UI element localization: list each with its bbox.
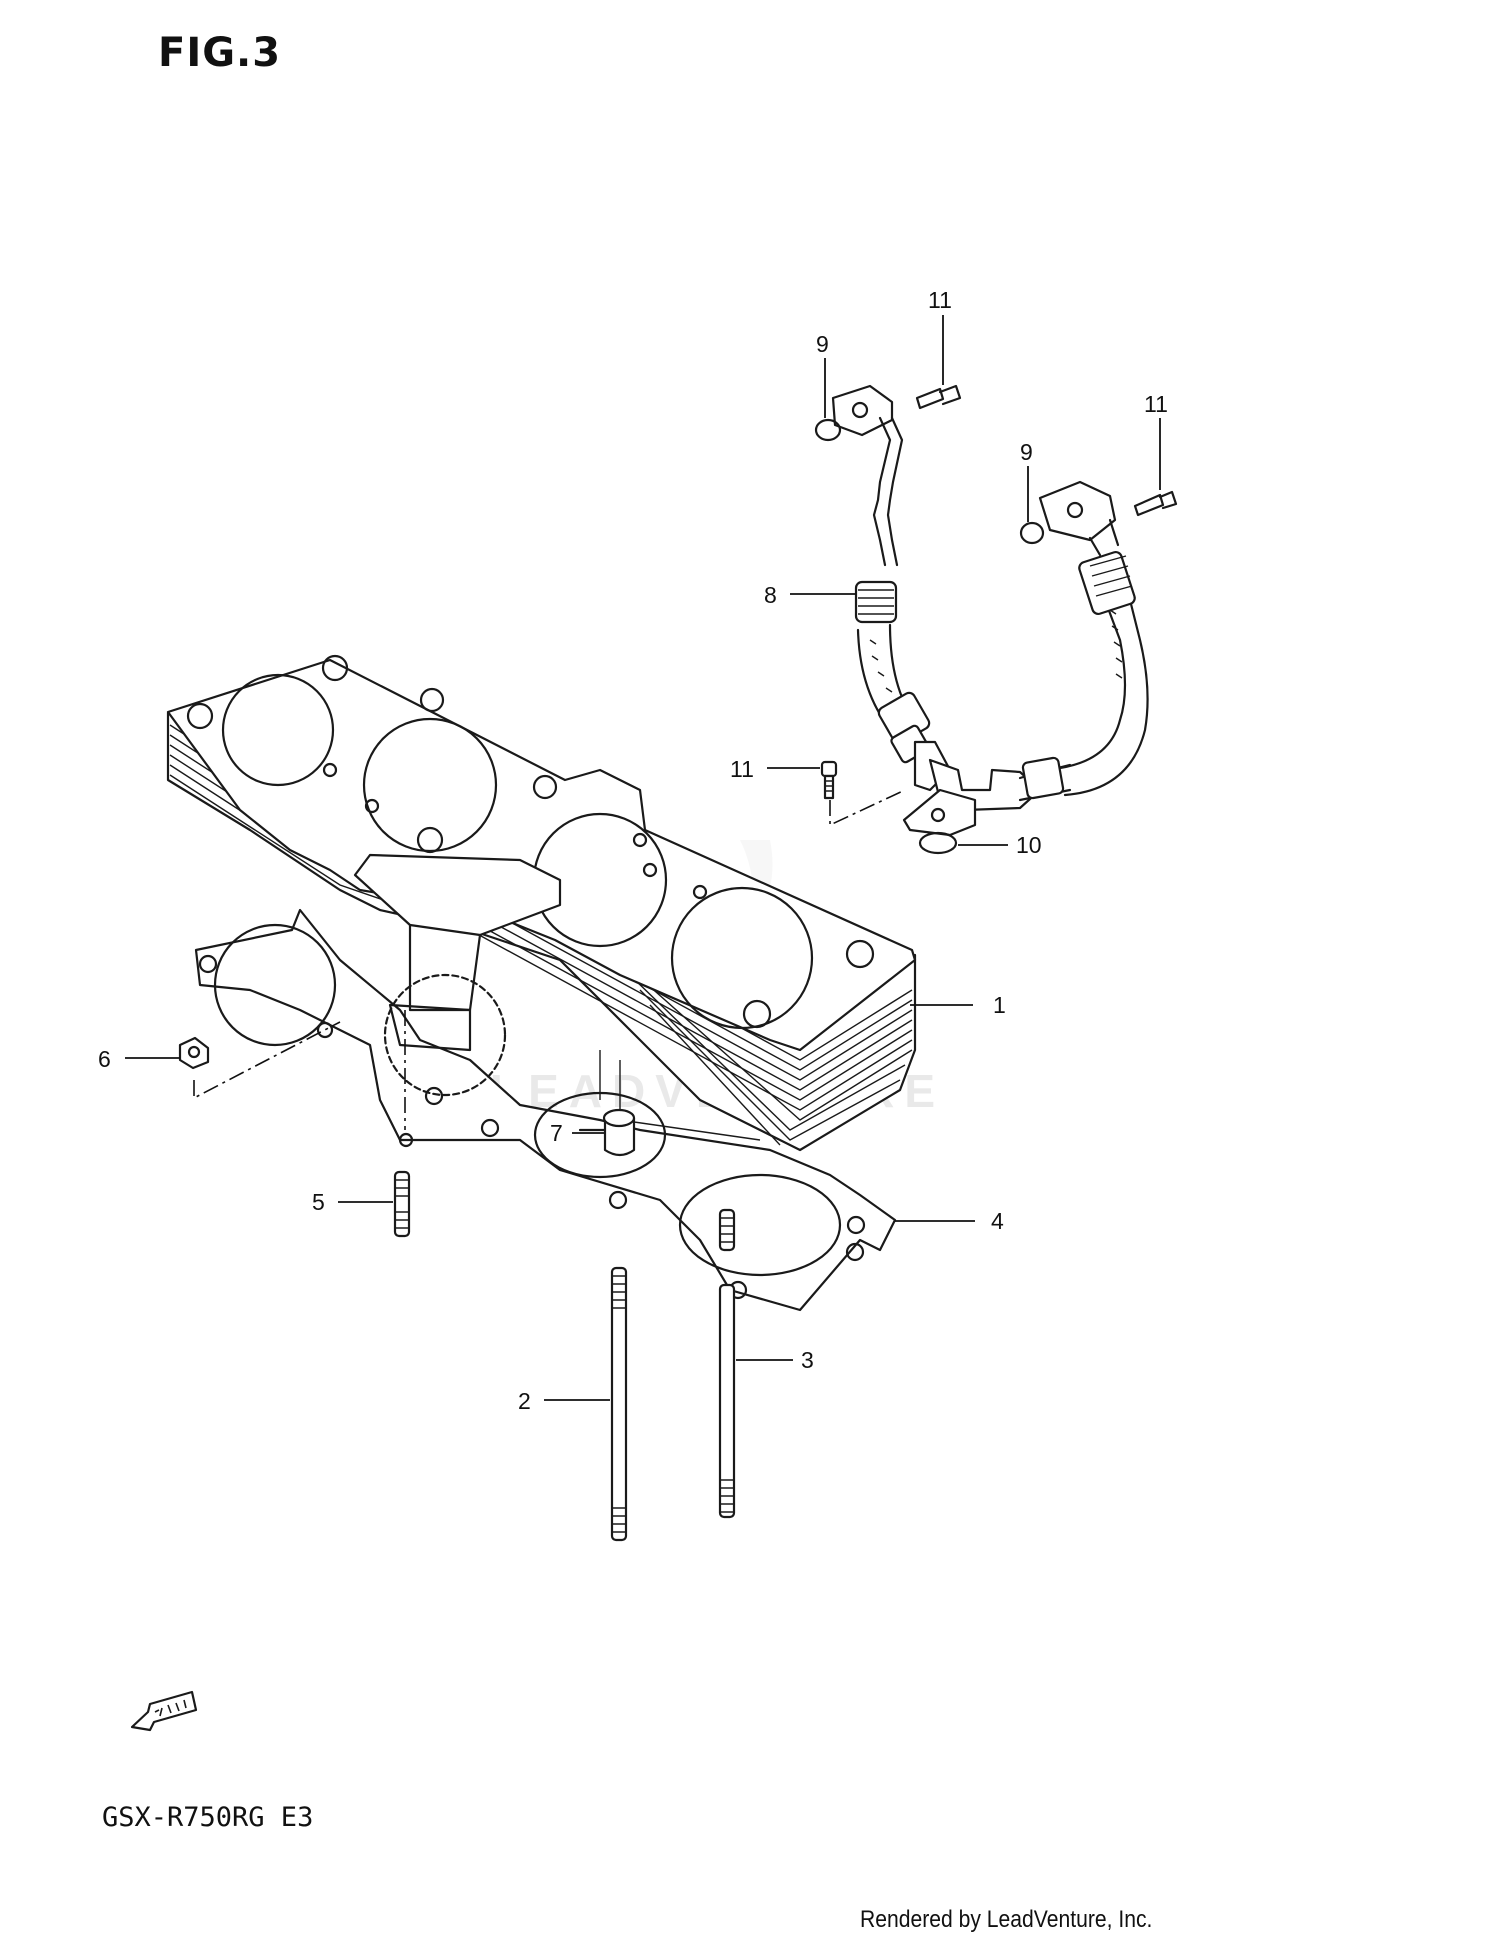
nut-6[interactable] (178, 1036, 210, 1070)
callout-3: 3 (801, 1347, 814, 1373)
callout-1: 1 (993, 992, 1006, 1018)
figure-title: FIG.3 (158, 30, 282, 76)
callout-9a: 9 (816, 331, 829, 357)
stud-3[interactable] (718, 1283, 736, 1519)
callout-4: 4 (991, 1208, 1004, 1234)
stud-5[interactable] (393, 1170, 411, 1238)
callout-11a: 11 (928, 287, 952, 313)
o-ring-9-left[interactable] (814, 418, 842, 442)
model-code-label: GSX-R750RG E3 (102, 1802, 314, 1833)
cylinder-base-gasket[interactable] (194, 908, 897, 1312)
render-credit: Rendered by LeadVenture, Inc. (860, 1906, 1153, 1933)
callout-9b: 9 (1020, 439, 1033, 465)
assembly-line-11 (829, 789, 906, 827)
bolt-11-right[interactable] (1133, 490, 1178, 517)
assembly-line-6 (193, 1021, 341, 1100)
fwd-arrow-icon (130, 1690, 198, 1732)
stud-inner[interactable] (718, 1208, 736, 1252)
callout-5: 5 (312, 1189, 325, 1215)
stud-2[interactable] (610, 1266, 628, 1542)
callout-8: 8 (764, 582, 777, 608)
callout-7: 7 (550, 1120, 563, 1146)
callout-6: 6 (98, 1046, 111, 1072)
oil-hose-assembly[interactable] (831, 384, 1149, 837)
bolt-11-upper[interactable] (915, 384, 962, 410)
cylinder-block[interactable] (166, 654, 917, 1152)
bolt-11-lower[interactable] (820, 760, 838, 800)
callout-11c: 11 (730, 756, 754, 782)
callout-11b: 11 (1144, 391, 1168, 417)
dowel-pin-7[interactable] (602, 1108, 636, 1157)
callout-10: 10 (1016, 832, 1042, 858)
o-ring-10[interactable] (918, 831, 958, 855)
callout-2: 2 (518, 1388, 531, 1414)
o-ring-9-right[interactable] (1019, 521, 1045, 545)
